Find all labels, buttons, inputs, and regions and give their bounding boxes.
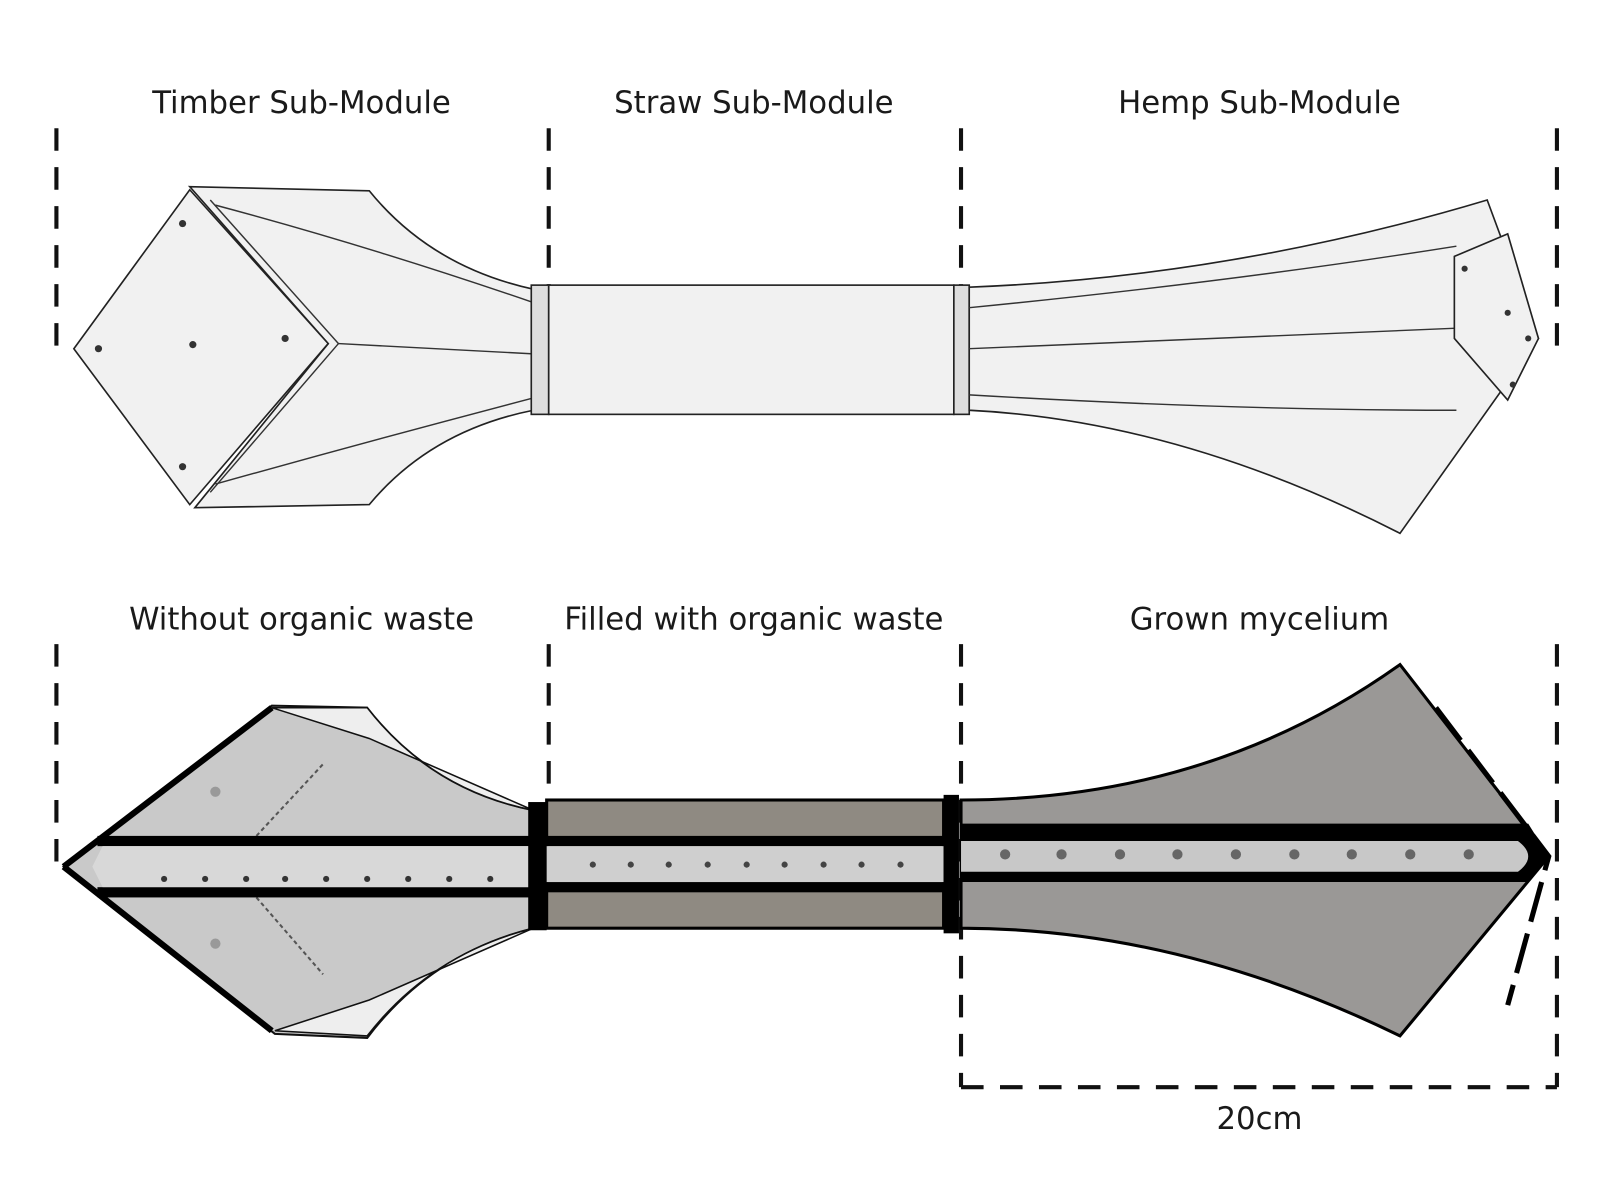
label-grown-mycelium: Grown mycelium <box>1130 602 1390 638</box>
bottom-dividers <box>54 644 1559 1090</box>
label-straw: Straw Sub-Module <box>614 85 893 121</box>
label-without-waste: Without organic waste <box>129 602 474 638</box>
hemp-sub-module <box>968 198 1540 535</box>
top-module <box>72 185 1540 535</box>
label-timber: Timber Sub-Module <box>151 85 451 121</box>
top-dividers <box>54 128 1559 354</box>
bottom-module <box>61 662 1552 1039</box>
timber-face <box>72 188 330 506</box>
scale-label: 20cm <box>1216 1101 1302 1137</box>
label-hemp: Hemp Sub-Module <box>1118 85 1401 121</box>
straw-sub-module <box>547 284 955 416</box>
label-filled-waste: Filled with organic waste <box>564 602 943 638</box>
